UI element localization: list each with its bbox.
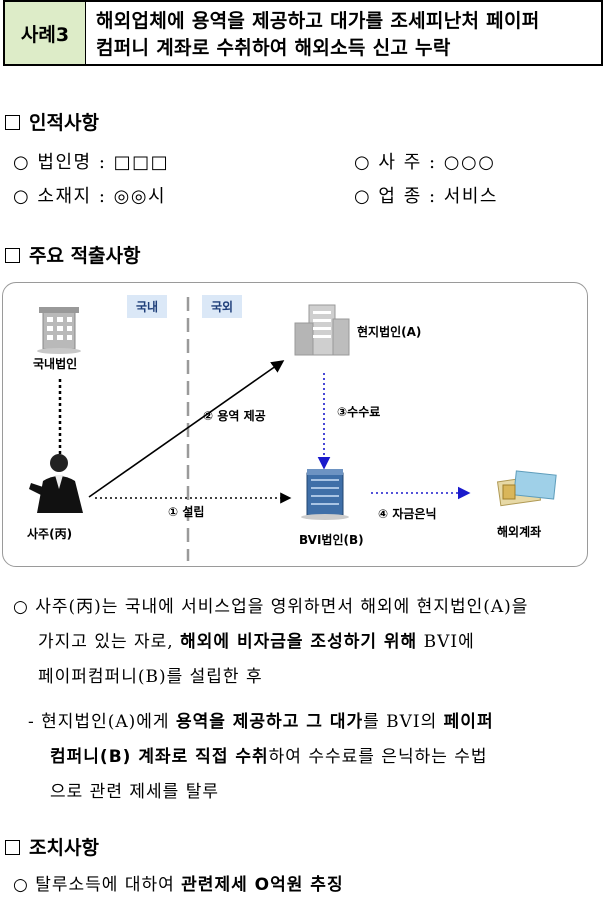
p2-line1-bold2: 페이퍼 [443,712,494,732]
step4-label: ④ 자금은닉 [378,507,437,521]
paragraph-1-line3: 페이퍼컴퍼니(B)를 설립한 후 [38,667,263,687]
flow-diagram-lines [29,297,557,561]
domestic-tag: 국내 [127,295,168,318]
service-arrow [88,360,285,498]
paragraph-2-line3: 으로 관련 제세를 탈루 [50,782,219,802]
p2-line1-text: - 현지법인(A)에게 [28,712,176,732]
paragraph-2: - 현지법인(A)에게 용역을 제공하고 그 대가를 BVI의 페이퍼 컴퍼니(… [28,705,608,810]
corp-name-field: ○ 법인명 : □□□ [13,152,170,173]
case-label: 사례3 [5,2,86,64]
p2-line2-text: 하여 수수료를 은닉하는 수법 [268,747,488,767]
step2-label: ② 용역 제공 [203,409,266,423]
overseas-tag: 국외 [202,295,243,318]
industry-field: ○ 업 종 : 서비스 [354,186,498,207]
bvi-building-icon [301,469,349,520]
p2-line2-bold: 컴퍼니(B) 계좌로 직접 수취 [50,747,269,767]
p1-line2-tail: BVI에 [417,632,475,652]
domestic-corp-label: 국내법인 [33,357,78,371]
section-action-title: 조치사항 [29,837,99,859]
overseas-account-label: 해외계좌 [497,525,542,539]
square-bullet-icon [5,115,20,130]
p1-line2-bold: 해외에 비자금을 조성하기 위해 [180,632,418,652]
owner-field: ○ 사 주 : ○○○ [354,152,496,173]
owner-label: 사주(丙) [27,527,73,541]
paragraph-2-line2: 컴퍼니(B) 계좌로 직접 수취하여 수수료를 은닉하는 수법 [28,740,608,775]
p1-line2-text: 가지고 있는 자로, [38,632,181,652]
step1-label: ① 설립 [168,505,205,519]
paragraph-1: ○ 사주(丙)는 국내에 서비스업을 영위하면서 해외에 현지법인(A)을 가지… [13,590,608,695]
action-line: ○ 탈루소득에 대하여 관련제세 O억원 추징 [13,872,608,898]
case-title-line2: 컴퍼니 계좌로 수취하여 해외소득 신고 누락 [96,37,451,59]
paragraph-1-line1: ○ 사주(丙)는 국내에 서비스업을 영위하면서 해외에 현지법인(A)을 [13,597,529,617]
section-personal-title: 인적사항 [29,112,99,134]
case-title-line1: 해외업체에 용역을 제공하고 대가를 조세피난처 페이퍼 [96,10,540,32]
square-bullet-icon [5,840,20,855]
paragraph-2-line1: - 현지법인(A)에게 용역을 제공하고 그 대가를 BVI의 페이퍼 [28,705,608,740]
location-field: ○ 소재지 : ◎◎시 [13,186,167,207]
square-bullet-icon [5,248,20,263]
case-header: 사례3 해외업체에 용역을 제공하고 대가를 조세피난처 페이퍼 컴퍼니 계좌로… [3,0,603,66]
paragraph-1-line2: 가지고 있는 자로, 해외에 비자금을 조성하기 위해 BVI에 [13,625,608,660]
overseas-account-icon [496,470,557,507]
step3-label: ③수수료 [337,405,381,419]
domestic-building-icon [37,307,81,354]
section-findings-heading: 주요 적출사항 [5,241,141,268]
bvi-corp-label: BVI법인(B) [299,533,364,547]
section-findings-title: 주요 적출사항 [29,245,141,267]
owner-person-icon [29,454,83,513]
case-title: 해외업체에 용역을 제공하고 대가를 조세피난처 페이퍼 컴퍼니 계좌로 수취하… [86,2,601,64]
section-action-heading: 조치사항 [5,833,99,860]
local-corp-label: 현지법인(A) [357,325,422,339]
flow-diagram: 국내 국외 국내법인 현지법인(A) ② 용역 제공 ③수수료 ① 설립 ④ 자… [2,282,588,567]
p2-line1-bold: 용역을 제공하고 그 대가 [175,712,364,732]
section-personal-heading: 인적사항 [5,108,99,135]
p2-line1-mid: 를 BVI의 [363,712,444,732]
local-building-icon [294,304,350,356]
action-text: ○ 탈루소득에 대하여 [13,875,182,895]
action-bold: 관련제세 O억원 추징 [181,875,344,895]
